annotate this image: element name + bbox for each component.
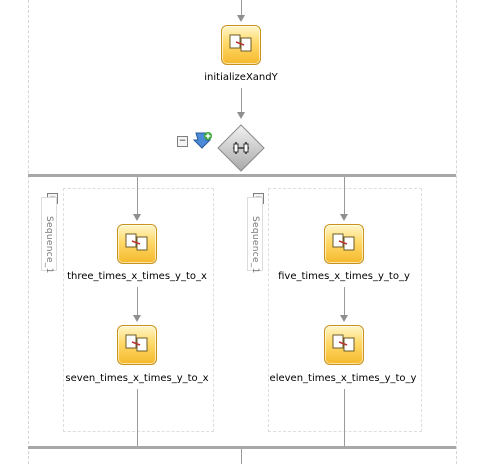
connector	[241, 449, 242, 464]
assign-icon	[332, 334, 355, 352]
activity-label: initializeXandY	[204, 72, 278, 83]
sequence-right	[268, 188, 422, 432]
connector	[344, 287, 345, 315]
assign-icon	[229, 34, 252, 52]
arrow-icon	[237, 112, 245, 119]
connector	[137, 287, 138, 315]
flow-gateway[interactable]	[217, 124, 265, 172]
sequence-left-tab[interactable]: Sequence_1	[41, 197, 57, 274]
activity-five-times[interactable]	[324, 224, 364, 264]
arrow-icon	[340, 214, 348, 221]
activity-label: three_times_x_times_y_to_x	[67, 271, 207, 282]
scope-border-left	[28, 0, 29, 464]
activity-initialize[interactable]	[221, 25, 261, 65]
activity-label: seven_times_x_times_y_to_x	[65, 373, 209, 384]
connector	[241, 0, 242, 16]
activity-label: five_times_x_times_y_to_y	[278, 271, 410, 282]
activity-eleven-times[interactable]	[324, 325, 364, 365]
connector	[344, 389, 345, 446]
scope-border-right	[456, 0, 457, 464]
activity-three-times[interactable]	[117, 224, 157, 264]
flow-split-bar	[28, 174, 456, 177]
flow-join-bar	[28, 446, 456, 449]
activity-seven-times[interactable]	[117, 325, 157, 365]
connector	[241, 88, 242, 114]
assign-icon	[125, 334, 148, 352]
flow-gateway-icon	[217, 124, 265, 172]
sequence-left	[63, 188, 214, 432]
arrow-icon	[133, 214, 141, 221]
arrow-icon	[340, 315, 348, 322]
assign-icon	[332, 233, 355, 251]
arrow-icon	[237, 15, 245, 22]
connector	[344, 177, 345, 215]
sequence-right-tab[interactable]: Sequence_1	[247, 197, 263, 274]
sequence-right-label: Sequence_1	[250, 216, 260, 274]
activity-label: eleven_times_x_times_y_to_y	[269, 373, 417, 384]
connector	[137, 389, 138, 446]
add-branch-icon[interactable]	[192, 131, 213, 149]
collapse-icon[interactable]: −	[177, 136, 188, 147]
connector	[137, 177, 138, 215]
sequence-left-label: Sequence_1	[44, 216, 54, 274]
assign-icon	[125, 233, 148, 251]
arrow-icon	[133, 315, 141, 322]
